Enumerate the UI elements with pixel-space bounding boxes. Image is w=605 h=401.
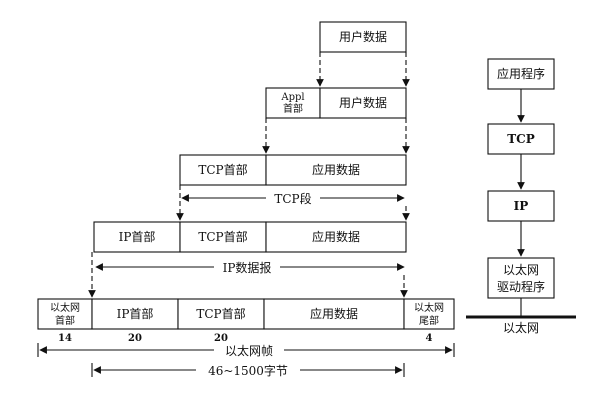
stack-network-label: 以太网 [503,320,539,335]
app-data-box-3 [263,298,405,330]
level4-row: IP首部 TCP首部 应用数据 [93,221,407,253]
eth-trailer-box [403,298,455,330]
user-data-label-2: 用户数据 [339,95,387,110]
level1-row: 用户数据 [319,21,407,53]
stack-tcp-box [487,123,555,155]
payload-label-bg [196,362,300,378]
user-data-box [319,21,407,53]
user-data-label: 用户数据 [339,29,387,44]
tcp-header-box [179,154,267,186]
size-eth-trailer: 4 [426,333,433,344]
app-data-label-2: 应用数据 [312,229,360,244]
stack-driver-label-line1: 以太网 [503,262,539,277]
stack-tcp-label: TCP [507,132,535,146]
eth-header-label-line2: 首部 [55,314,75,327]
ip-datagram-label-bg [214,259,280,275]
user-data-box-2 [319,87,407,119]
level2-row: Appl 首部 用户数据 [265,87,407,119]
tcp-segment-label-bg [266,190,320,206]
ip-header-label: IP首部 [119,229,156,244]
size-tcp-header: 20 [214,333,228,344]
eth-header-label-line1: 以太网 [50,301,80,314]
ip-header-box-2 [91,298,179,330]
eth-trailer-label-line2: 尾部 [419,314,439,327]
eth-trailer-label-line1: 以太网 [414,301,444,314]
stack-app-label: 应用程序 [497,66,545,81]
app-data-box [265,154,407,186]
appl-header-label-line1: Appl [280,92,304,103]
eth-frame-label-bg [214,342,284,358]
appl-header-box [265,87,321,119]
tcp-segment-label: TCP段 [274,191,311,206]
stack-ip-label: IP [514,199,529,213]
stack-driver-label-line2: 驱动程序 [497,279,545,294]
protocol-stack: 应用程序 TCP IP 以太网 驱动程序 以太网 [466,58,576,335]
size-eth-header: 14 [58,333,72,344]
eth-frame-label: 以太网帧 [225,343,273,358]
ip-header-box [93,221,181,253]
tcp-header-box-2 [179,221,267,253]
tcp-header-label-2: TCP首部 [198,229,247,244]
level3-row: TCP首部 应用数据 [179,154,407,186]
stack-app-box [487,58,555,90]
stack-driver-box [487,257,555,299]
app-data-label: 应用数据 [312,162,360,177]
stack-ip-box [487,190,555,222]
appl-header-label-line2: 首部 [283,102,303,115]
size-ip-header: 20 [128,333,142,344]
app-data-label-3: 应用数据 [310,306,358,321]
app-data-box-2 [265,221,407,253]
tcp-header-label-3: TCP首部 [196,306,245,321]
payload-label: 46~1500字节 [208,363,288,378]
ip-datagram-label: IP数据报 [223,260,272,275]
tcp-header-label: TCP首部 [198,162,247,177]
level5-row: 以太网 首部 IP首部 TCP首部 应用数据 以太网 尾部 [37,298,455,330]
ip-header-label-2: IP首部 [117,306,154,321]
